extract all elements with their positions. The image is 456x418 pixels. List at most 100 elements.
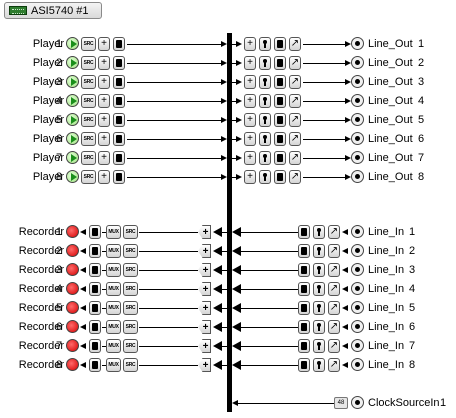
mixer-button[interactable]: +	[198, 358, 211, 372]
src-button[interactable]: SRC	[123, 282, 138, 296]
port-icon[interactable]	[351, 37, 364, 50]
level-button[interactable]: ↗	[328, 339, 340, 353]
volume-button[interactable]	[313, 244, 325, 258]
meter-button[interactable]	[274, 132, 286, 146]
mode-button[interactable]: +	[98, 151, 110, 165]
meter-button[interactable]	[274, 113, 286, 127]
mixer-button[interactable]: +	[198, 301, 211, 315]
mode-button[interactable]: +	[244, 56, 256, 70]
meter-button[interactable]	[113, 75, 125, 89]
src-button[interactable]: SRC	[81, 132, 96, 146]
volume-button[interactable]	[259, 37, 271, 51]
meter-button[interactable]	[89, 263, 101, 277]
mixer-button[interactable]: +	[198, 282, 211, 296]
play-icon[interactable]	[66, 170, 79, 183]
volume-button[interactable]	[259, 94, 271, 108]
src-button[interactable]: SRC	[123, 263, 138, 277]
meter-button[interactable]	[89, 339, 101, 353]
record-icon[interactable]	[66, 263, 79, 276]
volume-button[interactable]	[313, 282, 325, 296]
mixer-button[interactable]: +	[198, 225, 211, 239]
level-button[interactable]: ↗	[289, 94, 301, 108]
port-icon[interactable]	[351, 75, 364, 88]
mixer-button[interactable]: +	[198, 320, 211, 334]
meter-button[interactable]	[274, 94, 286, 108]
record-icon[interactable]	[66, 301, 79, 314]
mode-button[interactable]: +	[98, 113, 110, 127]
level-button[interactable]: ↗	[289, 170, 301, 184]
mux-button[interactable]: MUX	[106, 358, 121, 372]
mux-button[interactable]: MUX	[106, 339, 121, 353]
play-icon[interactable]	[66, 56, 79, 69]
mode-button[interactable]: +	[98, 75, 110, 89]
record-icon[interactable]	[66, 282, 79, 295]
meter-button[interactable]	[89, 282, 101, 296]
meter-button[interactable]	[89, 244, 101, 258]
src-button[interactable]: SRC	[123, 244, 138, 258]
meter-button[interactable]	[113, 170, 125, 184]
level-button[interactable]: ↗	[289, 151, 301, 165]
level-button[interactable]: ↗	[328, 358, 340, 372]
src-button[interactable]: SRC	[123, 320, 138, 334]
meter-button[interactable]	[113, 151, 125, 165]
port-icon[interactable]	[351, 132, 364, 145]
record-icon[interactable]	[66, 244, 79, 257]
play-icon[interactable]	[66, 132, 79, 145]
meter-button[interactable]	[298, 225, 310, 239]
play-icon[interactable]	[66, 37, 79, 50]
src-button[interactable]: SRC	[81, 56, 96, 70]
meter-button[interactable]	[274, 56, 286, 70]
volume-button[interactable]	[313, 339, 325, 353]
src-button[interactable]: SRC	[123, 301, 138, 315]
meter-button[interactable]	[298, 282, 310, 296]
src-button[interactable]: SRC	[123, 358, 138, 372]
port-icon[interactable]	[351, 94, 364, 107]
play-icon[interactable]	[66, 113, 79, 126]
play-icon[interactable]	[66, 75, 79, 88]
meter-button[interactable]	[298, 339, 310, 353]
meter-button[interactable]	[89, 358, 101, 372]
play-icon[interactable]	[66, 151, 79, 164]
port-icon[interactable]	[351, 56, 364, 69]
volume-button[interactable]	[313, 358, 325, 372]
port-icon[interactable]	[351, 263, 364, 276]
meter-button[interactable]	[113, 132, 125, 146]
meter-button[interactable]	[113, 37, 125, 51]
mixer-button[interactable]: +	[198, 244, 211, 258]
volume-button[interactable]	[259, 132, 271, 146]
src-button[interactable]: SRC	[81, 94, 96, 108]
src-button[interactable]: SRC	[81, 113, 96, 127]
port-icon[interactable]	[351, 113, 364, 126]
src-button[interactable]: SRC	[81, 75, 96, 89]
meter-button[interactable]	[298, 320, 310, 334]
mode-button[interactable]: +	[98, 170, 110, 184]
src-button[interactable]: SRC	[81, 151, 96, 165]
mode-button[interactable]: +	[244, 37, 256, 51]
mux-button[interactable]: MUX	[106, 320, 121, 334]
meter-button[interactable]	[89, 320, 101, 334]
meter-button[interactable]	[298, 358, 310, 372]
meter-button[interactable]	[113, 56, 125, 70]
meter-button[interactable]	[113, 94, 125, 108]
level-button[interactable]: ↗	[289, 113, 301, 127]
meter-button[interactable]	[298, 244, 310, 258]
src-button[interactable]: SRC	[123, 339, 138, 353]
mode-button[interactable]: +	[244, 151, 256, 165]
sample-rate-badge[interactable]: 48	[334, 397, 348, 409]
level-button[interactable]: ↗	[328, 282, 340, 296]
mux-button[interactable]: MUX	[106, 263, 121, 277]
record-icon[interactable]	[66, 225, 79, 238]
volume-button[interactable]	[313, 301, 325, 315]
mode-button[interactable]: +	[98, 56, 110, 70]
level-button[interactable]: ↗	[328, 301, 340, 315]
mux-button[interactable]: MUX	[106, 301, 121, 315]
level-button[interactable]: ↗	[289, 56, 301, 70]
port-icon[interactable]	[351, 301, 364, 314]
port-icon[interactable]	[351, 339, 364, 352]
port-icon[interactable]	[351, 151, 364, 164]
level-button[interactable]: ↗	[328, 244, 340, 258]
record-icon[interactable]	[66, 320, 79, 333]
meter-button[interactable]	[274, 151, 286, 165]
volume-button[interactable]	[259, 56, 271, 70]
meter-button[interactable]	[89, 301, 101, 315]
